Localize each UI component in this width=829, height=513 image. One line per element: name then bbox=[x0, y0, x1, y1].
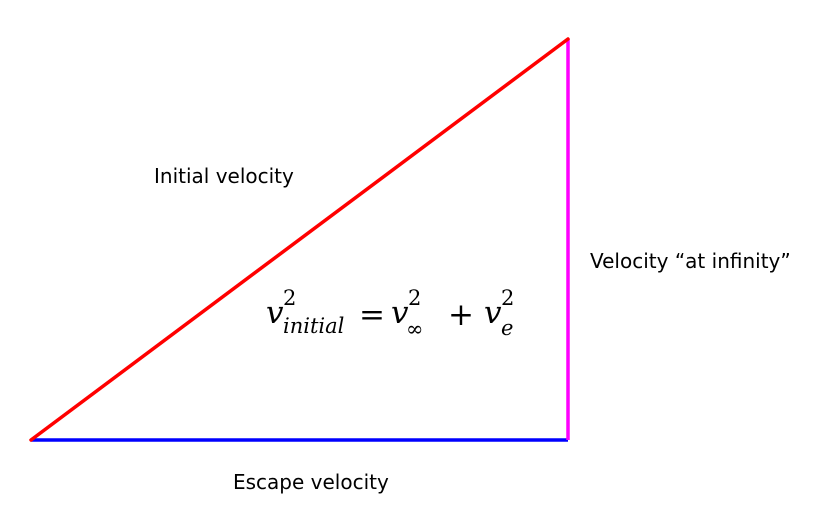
velocity-at-infinity-label: Velocity “at infinity” bbox=[590, 249, 791, 273]
initial-velocity-side bbox=[29, 37, 570, 442]
equation-term1-subscript: ∞ bbox=[406, 317, 424, 341]
equation-lhs-variable: v bbox=[266, 295, 284, 331]
velocity-equation: v 2 initial = v 2 ∞ + v 2 e bbox=[266, 286, 514, 341]
equation-lhs-superscript: 2 bbox=[283, 286, 296, 310]
equation-term2-superscript: 2 bbox=[501, 286, 514, 310]
equation-term2-subscript: e bbox=[501, 316, 513, 340]
equation-term2-variable: v bbox=[484, 295, 502, 331]
equation-equals: = bbox=[359, 297, 385, 333]
equation-plus: + bbox=[448, 297, 474, 333]
escape-velocity-label: Escape velocity bbox=[233, 470, 389, 494]
equation-lhs-subscript: initial bbox=[283, 314, 344, 338]
equation-term1-variable: v bbox=[391, 295, 409, 331]
equation-term1-superscript: 2 bbox=[408, 286, 421, 310]
initial-velocity-label: Initial velocity bbox=[154, 164, 294, 188]
